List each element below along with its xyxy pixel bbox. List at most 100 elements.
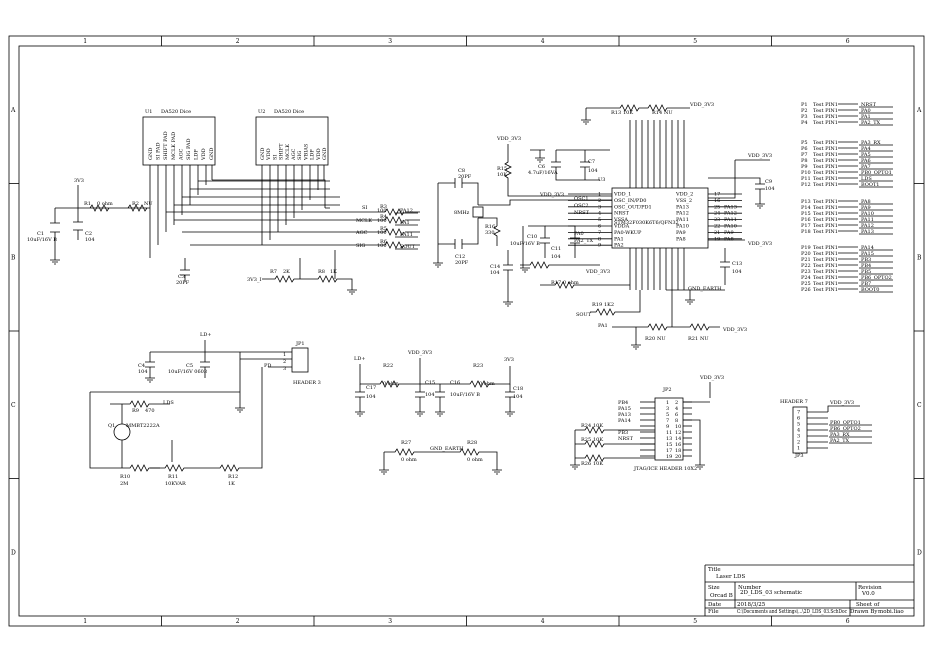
u3-right-net: PA10 (724, 224, 737, 230)
pin-label: SHIFT (279, 143, 285, 160)
test-pin-part: Test PIN1 (813, 158, 838, 164)
r21-ref: R21 (688, 336, 698, 342)
y1-crystal (472, 206, 484, 218)
r14-ref: R14 (652, 110, 662, 116)
row-marker-right: A (916, 107, 922, 114)
r28-ref: R28 (467, 440, 477, 446)
test-pin-net: PB5 (861, 269, 871, 275)
c17-val: 104 (366, 394, 376, 400)
net-vdd-jp2: VDD_3V3 (699, 375, 724, 381)
u3-right-net: PA12 (724, 211, 737, 217)
u3-left-pin-num: 4 (598, 211, 601, 217)
test-pin-net: PB0_OPTO1 (861, 170, 892, 176)
u3-left-pin-num: 7 (598, 230, 601, 236)
revision-value: V0.0 (861, 591, 875, 597)
r5-val: 100 (377, 230, 387, 236)
test-pin-ref: P4 (801, 120, 808, 126)
oscillator-network: VDD_3V3 R15 10K 8MHz C8 20PF C12 20PF R1… (433, 136, 612, 307)
test-pin-ref: P14 (801, 205, 811, 211)
jp2-net: PA14 (618, 418, 631, 424)
test-pin-net: PA8 (861, 199, 871, 205)
pin-label: SIG PAD (186, 138, 192, 160)
date-value: 2018/3/25 (737, 602, 766, 608)
u3-left-pin-name: VDD_1 (613, 192, 631, 198)
r1-val: 0 ohm (97, 201, 113, 207)
pin-label: MCLK PAD (171, 132, 177, 160)
test-pin-ref: P8 (801, 158, 808, 164)
c15-ref: C15 (425, 380, 435, 386)
power-input-network: 3V3 R1 0 ohm R2 NU C1 10uF/16V B C2 104 … (27, 178, 190, 286)
test-pin-part: Test PIN1 (813, 211, 838, 217)
pin-label: LDP (194, 149, 200, 160)
pin-label: MCLK (285, 144, 291, 160)
u3-right-pin-num: 17 (714, 192, 720, 198)
jp2-pin-odd: 19 (666, 454, 672, 460)
test-pin-ref: P15 (801, 211, 811, 217)
net-pa0: PA0 (574, 231, 584, 237)
r14-val: NU (664, 110, 673, 116)
size-value: Orcad B (710, 593, 733, 599)
c16-ref: C16 (450, 380, 460, 386)
jp3-pin-map: 7654321VDD_3V3PB0_OPTO1PB6_OPTO2PA3_RXPA… (797, 400, 872, 452)
r20-ref: R20 (645, 336, 655, 342)
net-agc: AGC (355, 230, 368, 236)
test-pin-ref: P12 (801, 182, 811, 188)
row-marker-left: C (11, 402, 16, 409)
net-osc2: OSC2 (574, 203, 589, 209)
r26-ref: R26 (581, 461, 591, 467)
c18-val: 104 (513, 394, 523, 400)
test-pin-ref: P9 (801, 164, 808, 170)
drawn-by-value: mobi.liao (878, 609, 904, 615)
u3-right-net: PA9 (724, 230, 734, 236)
c3-val: 20PF (176, 280, 190, 286)
row-marker-left: D (11, 549, 16, 556)
c8-ref: C8 (458, 168, 465, 174)
test-pin-part: Test PIN1 (813, 146, 838, 152)
test-pin-ref: P6 (801, 146, 808, 152)
column-marker-top: 5 (693, 38, 697, 45)
r5-ref: R5 (380, 226, 387, 232)
u3-left-pin-name: OSC_OUT/PD1 (614, 204, 652, 210)
test-pin-part: Test PIN1 (813, 229, 838, 235)
jp3-net: PA3_RX (830, 432, 850, 438)
jp3-pin-num: 7 (797, 410, 800, 416)
u3-right-pin-name: PA13 (676, 204, 689, 210)
test-pin-net: PA2_TX (861, 120, 881, 126)
test-pin-ref: P3 (801, 114, 808, 120)
revision-label: Revision (858, 585, 882, 591)
column-marker-top: 3 (388, 38, 392, 45)
pin-label: VBIAS (303, 143, 309, 161)
jp3-pin-num: 1 (797, 446, 800, 452)
net-gnd-earth-rail: GND_EARTH (430, 446, 464, 452)
drawn-by-label: Drawn By (850, 609, 878, 615)
u1-ref: U1 (145, 109, 152, 115)
net-pa2tx: PA2_TX (574, 238, 594, 244)
sheet-of: of (874, 602, 880, 608)
test-pin-net: PA12 (861, 223, 874, 229)
net-pa12: PA12 (400, 208, 413, 214)
test-pin-part: Test PIN1 (813, 223, 838, 229)
u1-u2-wires (149, 165, 385, 258)
r6-ref: R6 (380, 239, 387, 245)
file-label: File (708, 609, 719, 615)
jp2-pin-even: 16 (675, 442, 681, 448)
test-pin-part: Test PIN1 (813, 176, 838, 182)
jp3-pin-num: 5 (797, 422, 800, 428)
test-pin-part: Test PIN1 (813, 281, 838, 287)
test-pin-ref: P5 (801, 140, 808, 146)
u2-ref: U2 (258, 109, 265, 115)
file-value: C:\Documents and Settings\...\2D_LDS_03.… (737, 609, 847, 615)
test-pin-net: PA13 (861, 229, 874, 235)
pin-label: AGC (178, 148, 184, 161)
title-value: Laser LDS (716, 574, 745, 580)
row-marker-right: B (917, 254, 922, 261)
u3-left-pins: VDD_11OSC_IN/PD02OSC_OUT/PD13NRST4VSSA5V… (568, 192, 652, 249)
test-pin-part: Test PIN1 (813, 275, 838, 281)
c15-val: 104 (425, 392, 435, 398)
c11-val: 104 (551, 254, 561, 260)
r8-ref: R8 (318, 269, 325, 275)
net-vdd-u3-vdd1: VDD_3V3 (539, 192, 564, 198)
u3-left-pin-name: PA1 (614, 236, 624, 242)
